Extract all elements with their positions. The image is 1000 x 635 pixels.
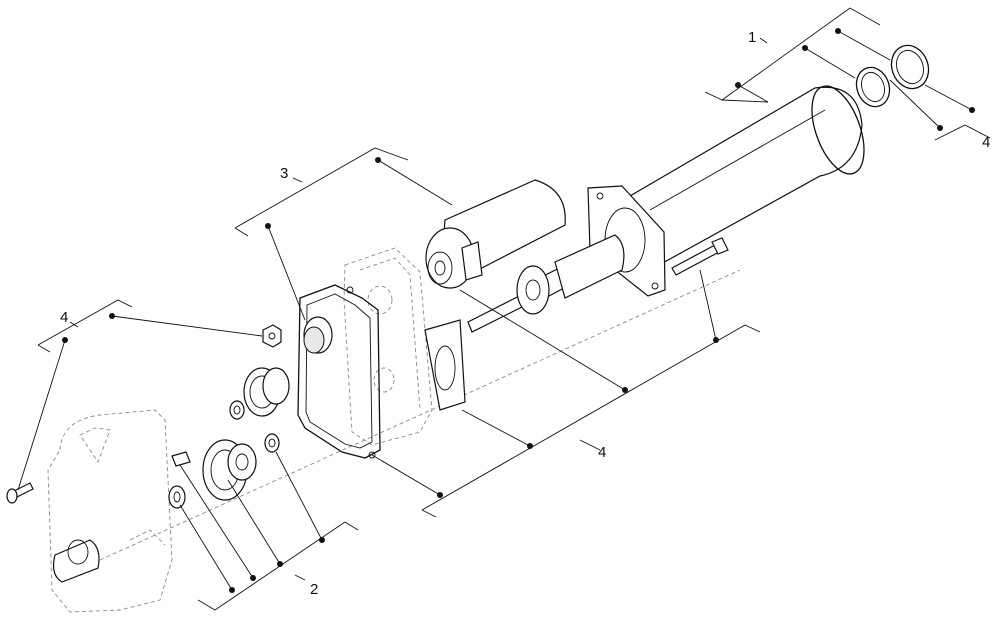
o-ring-inner (855, 66, 891, 108)
housing-plate (424, 319, 466, 411)
callout-label-4-top-right: 4 (982, 134, 990, 151)
callout-label-3: 3 (280, 165, 288, 182)
callout-group-4-left (17, 299, 263, 491)
ghost-end-cover (47, 409, 173, 613)
ghost-gear-housing (343, 247, 433, 446)
armature-shaft (467, 234, 625, 333)
callout-label-4-left: 4 (60, 309, 68, 326)
idler-gear (243, 367, 290, 417)
callout-group-3 (234, 147, 453, 321)
callout-group-4-top-right (889, 79, 991, 141)
solenoid (425, 179, 566, 289)
retaining-clip (171, 451, 191, 467)
terminal-stud (52, 539, 100, 583)
callout-group-1 (704, 7, 891, 103)
callout-label-2: 2 (310, 581, 318, 598)
washer-mid (264, 433, 280, 453)
callout-label-4-center: 4 (598, 444, 606, 461)
o-ring-outer (890, 44, 930, 90)
gasket (297, 284, 381, 459)
through-bolt (671, 237, 729, 276)
washer-lower (168, 485, 186, 509)
washer-upper (229, 400, 245, 420)
pinion-gear (303, 316, 333, 354)
nut (262, 324, 282, 348)
screw (6, 482, 34, 504)
callout-group-4-center (371, 269, 761, 518)
motor-cylinder (629, 85, 865, 282)
callout-group-2 (179, 451, 359, 611)
centerline (99, 269, 741, 561)
callout-label-1: 1 (748, 29, 756, 46)
drive-gear (202, 439, 257, 501)
